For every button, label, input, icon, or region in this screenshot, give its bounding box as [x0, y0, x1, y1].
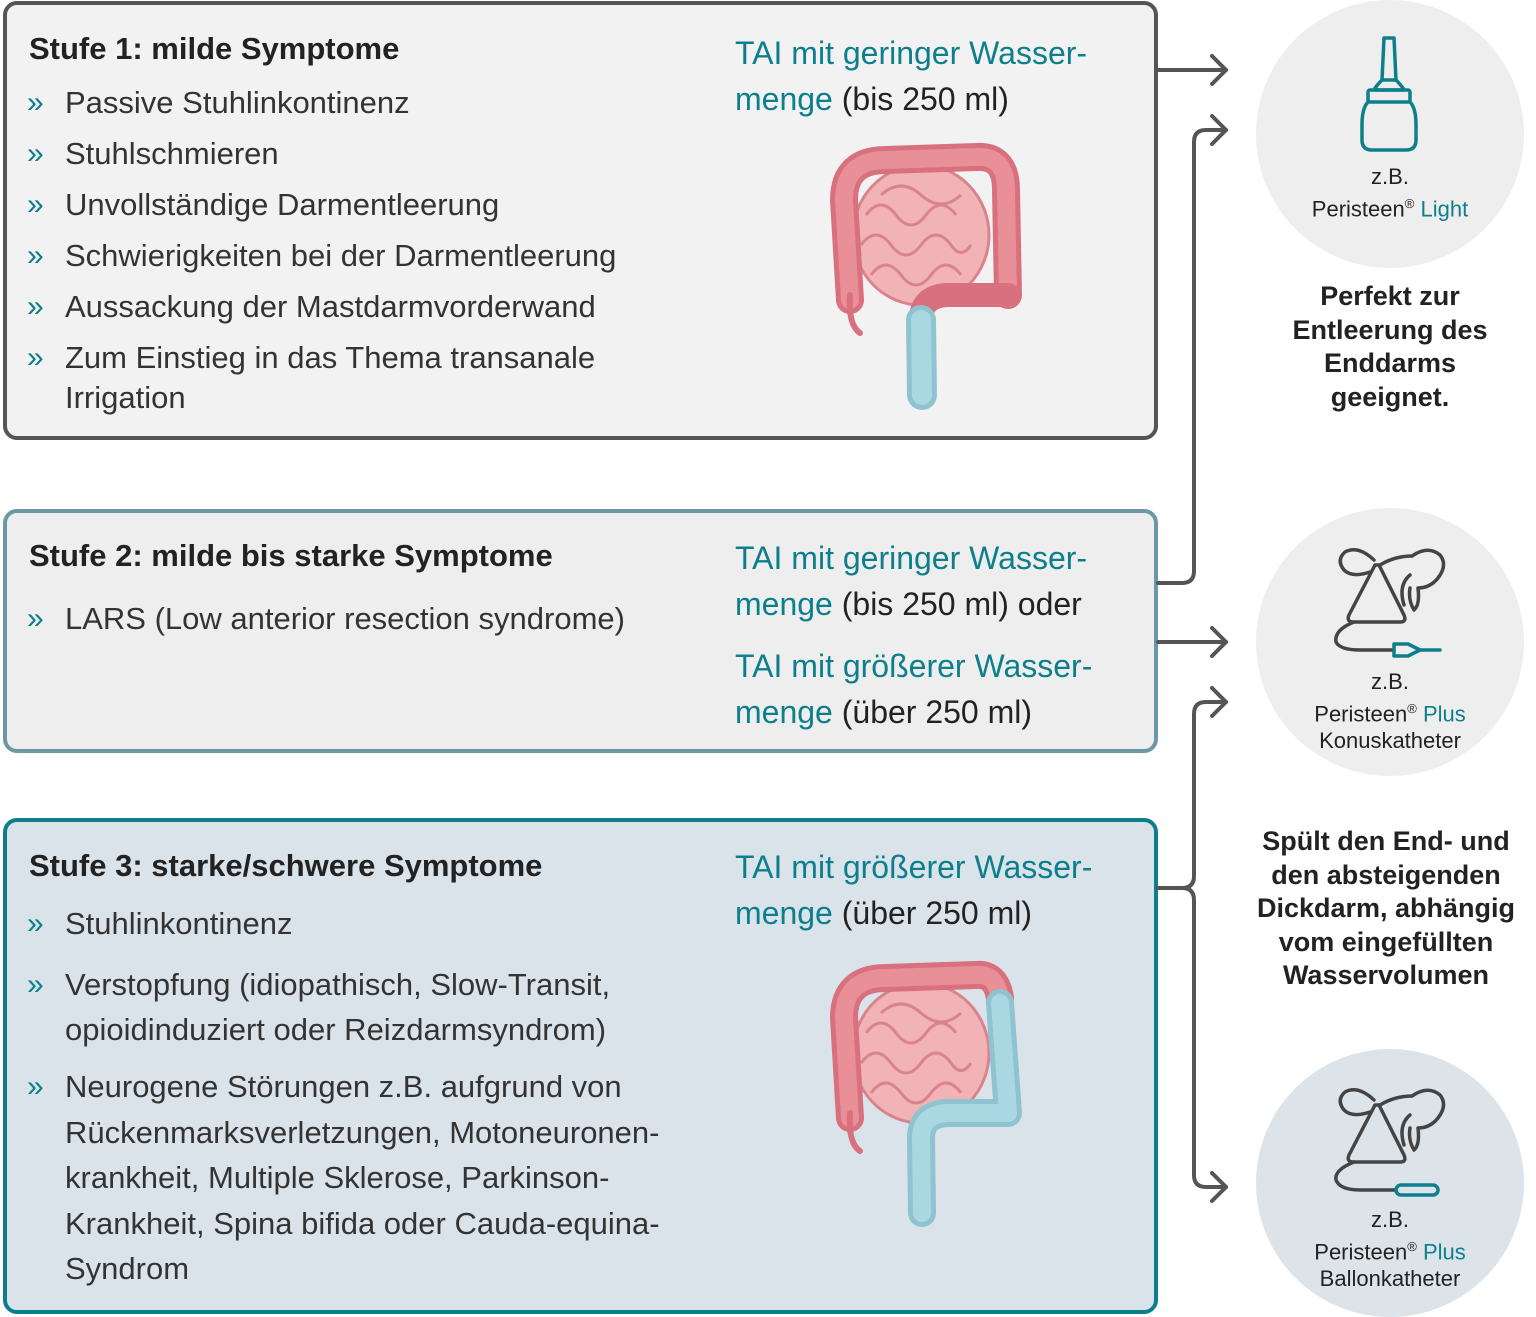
product-light-label: z.B. Peristeen® Light — [1311, 164, 1469, 222]
bullet-icon: » — [27, 907, 44, 940]
list-item: »Stuhlinkontinenz — [25, 904, 725, 944]
bullet-icon: » — [27, 341, 44, 374]
list-item: »Aussackung der Mastdarmvorderwand — [25, 287, 665, 327]
product-plus-cone-circle — [1256, 508, 1524, 776]
list-item: »LARS (Low anterior resection syndrome) — [25, 599, 625, 639]
stage-3-symptom-list: »Stuhlinkontinenz »Verstopfung (idiopath… — [25, 904, 725, 1292]
arrow-stage1-to-light — [1156, 54, 1228, 86]
bullet-icon: » — [27, 188, 44, 221]
light-bottle-icon — [1360, 36, 1418, 152]
stage-2-title: Stufe 2: milde bis starke Symptome — [29, 538, 553, 573]
stage-1-title: Stufe 1: milde Symptome — [29, 31, 400, 66]
connector-arrows — [1156, 54, 1228, 1203]
bullet-icon: » — [27, 290, 44, 323]
stage-2-tai-recommendation-high: TAI mit größerer Wasser- menge (über 250… — [735, 648, 1093, 730]
stage-1-symptom-list: »Passive Stuhlinkontinenz »Stuhlschmiere… — [25, 83, 665, 418]
note-light: Perfekt zur Entleerung des Enddarms geei… — [1292, 281, 1488, 412]
product-plus-cone-label: z.B. Peristeen® Plus Konuskatheter — [1314, 669, 1466, 754]
stage-2-tai-recommendation-low: TAI mit geringer Wasser- menge (bis 250 … — [735, 540, 1088, 622]
bullet-icon: » — [27, 602, 44, 635]
balloon-catheter-pump-icon — [1334, 1088, 1446, 1197]
intestine-rectum-highlight-icon — [830, 142, 1022, 410]
bullet-icon: » — [27, 86, 44, 119]
cone-catheter-pump-icon — [1334, 548, 1446, 658]
stage-3-tai-recommendation: TAI mit größerer Wasser- menge (über 250… — [735, 849, 1093, 931]
list-item: »Schwierigkeiten bei der Darmentleerung — [25, 236, 665, 276]
list-item: »Unvollständige Darmentleerung — [25, 185, 665, 225]
note-plus: Spült den End- und den absteigenden Dick… — [1256, 826, 1516, 990]
stage-2-box: Stufe 2: milde bis starke Symptome »LARS… — [3, 509, 1158, 753]
bullet-icon: » — [27, 1070, 44, 1103]
arrow-stage2-to-light — [1156, 114, 1228, 585]
bullet-icon: » — [27, 239, 44, 272]
product-light-circle — [1256, 0, 1524, 268]
list-item: »Zum Einstieg in das Thema transanale Ir… — [27, 340, 596, 415]
intestine-descending-colon-highlight-icon — [830, 960, 1022, 1227]
list-item: »Verstopfung (idiopathisch, Slow-Transit… — [25, 962, 705, 1052]
product-plus-balloon-circle — [1256, 1049, 1524, 1317]
product-plus-balloon-label: z.B. Peristeen® Plus Ballonkatheter — [1314, 1207, 1466, 1292]
stage-2-symptom-list: »LARS (Low anterior resection syndrome) — [25, 599, 625, 639]
list-item: »Stuhlschmieren — [25, 134, 665, 174]
list-item: »Passive Stuhlinkontinenz — [25, 83, 665, 123]
stage-1-tai-recommendation: TAI mit geringer Wasser- menge (bis 250 … — [735, 35, 1088, 117]
stage-3-title: Stufe 3: starke/schwere Symptome — [29, 848, 543, 883]
bullet-icon: » — [27, 968, 44, 1001]
bullet-icon: » — [27, 137, 44, 170]
arrow-stage2-to-cone — [1156, 626, 1228, 658]
arrow-stage3-to-plus — [1156, 686, 1228, 1203]
list-item: »Neurogene Störungen z.B. aufgrund von R… — [25, 1064, 725, 1292]
